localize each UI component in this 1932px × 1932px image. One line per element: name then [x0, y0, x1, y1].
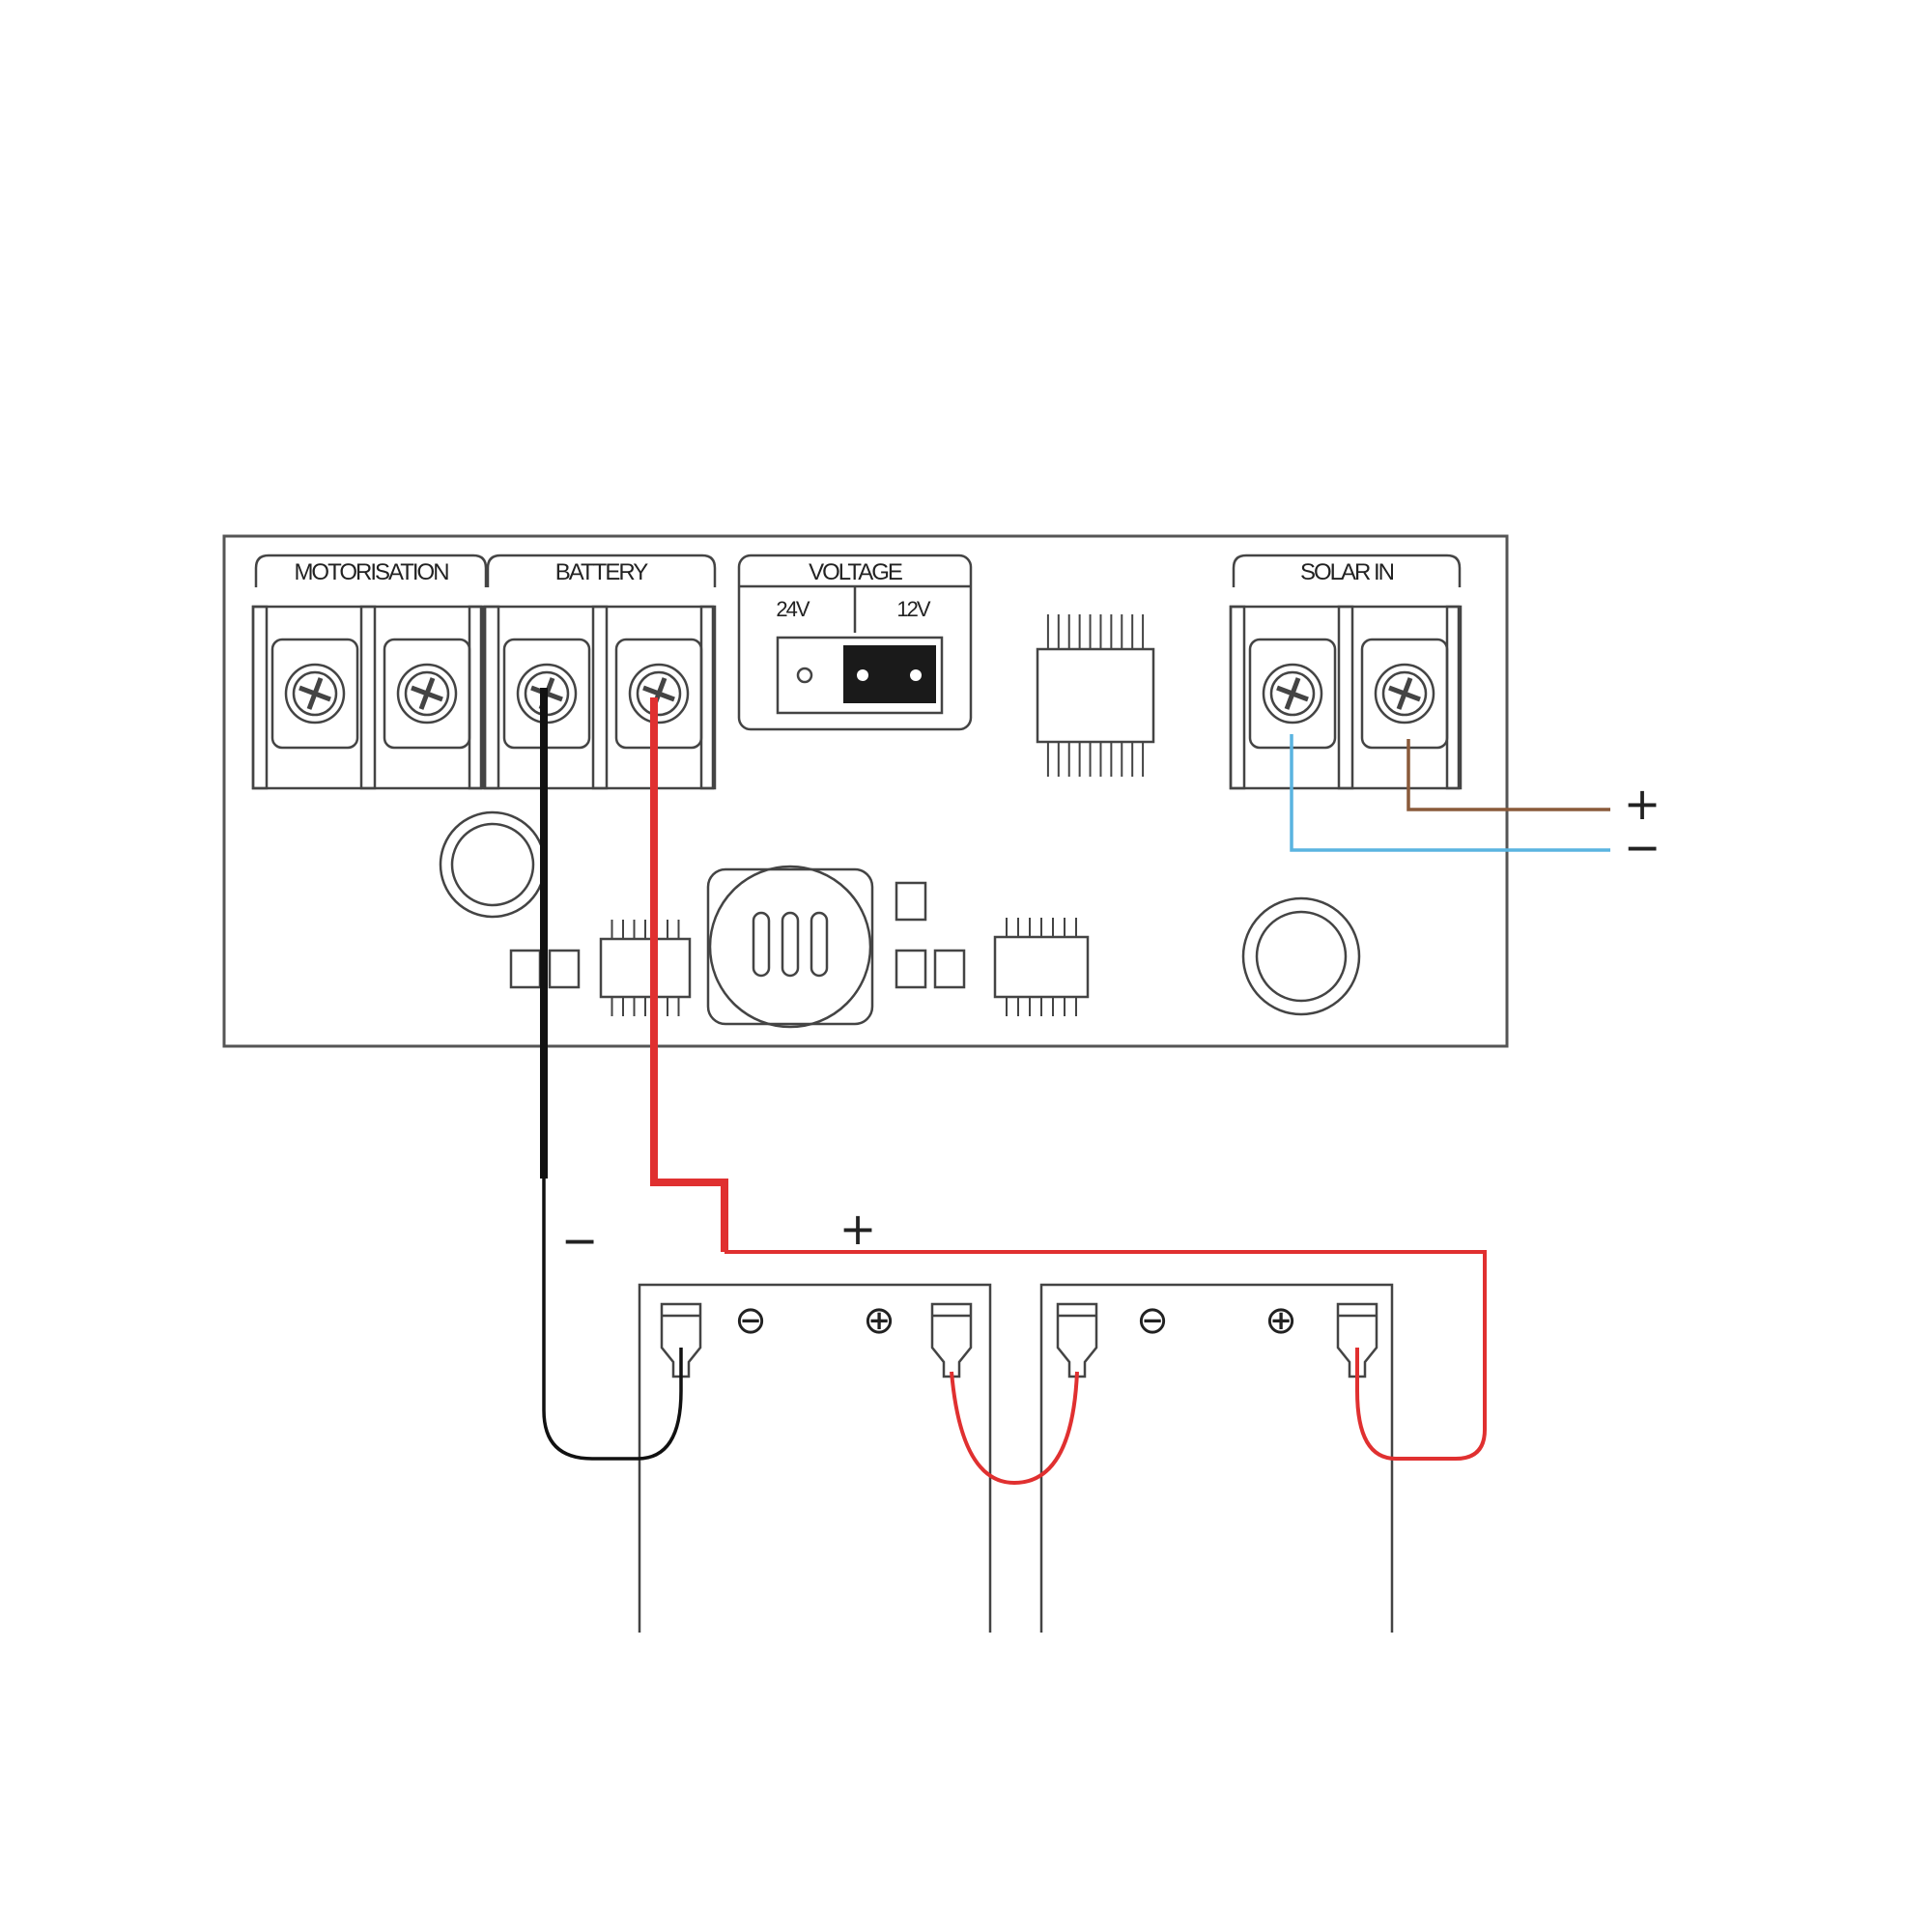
battery-minus-label: − — [561, 1214, 599, 1266]
ic-chip-large — [1036, 614, 1155, 777]
voltage-option-24v[interactable]: 24V — [776, 597, 811, 621]
battery-plus-label: + — [839, 1203, 877, 1255]
terminal-block — [251, 605, 485, 790]
terminal-block — [1229, 605, 1463, 790]
jumper-pin-24v — [796, 667, 813, 684]
motorisation-label: MOTORISATION — [294, 559, 448, 585]
battery-1-outline — [638, 1283, 992, 1633]
ic-chip-right — [993, 918, 1090, 1016]
screw-icon — [396, 663, 458, 724]
battery-1-positive-symbol: ⊕ — [863, 1298, 895, 1343]
solar-plus-label: + — [1624, 778, 1662, 830]
board-outline — [222, 534, 1509, 1048]
batteries: ⊖ ⊕ ⊖ ⊕ — [638, 1283, 1394, 1633]
battery-terminals — [660, 1302, 1378, 1378]
battery-2-positive-symbol: ⊕ — [1264, 1298, 1297, 1343]
solar-terminal-positive[interactable] — [1360, 638, 1449, 750]
inductor — [706, 865, 874, 1029]
motorisation-terminal-2[interactable] — [383, 638, 471, 750]
battery-group: BATTERY — [486, 554, 717, 587]
voltage-box — [737, 554, 973, 731]
screw-icon — [1374, 663, 1435, 724]
terminal-block — [483, 605, 717, 790]
battery-positive-wire-lead — [724, 1250, 1487, 1461]
terminal-blocks — [251, 605, 1463, 790]
solar-in-label: SOLAR IN — [1300, 559, 1394, 585]
voltage-option-12v[interactable]: 12V — [896, 597, 932, 621]
battery-post — [930, 1302, 973, 1378]
battery-post — [660, 1302, 702, 1378]
battery-terminal-positive[interactable] — [614, 638, 703, 750]
motorisation-terminal-1[interactable] — [270, 638, 359, 750]
solar-positive-wire — [1406, 739, 1610, 811]
battery-1-negative-symbol: ⊖ — [734, 1298, 767, 1343]
capacitor-left — [439, 810, 547, 919]
battery-negative-wire-lead — [542, 1179, 683, 1461]
ic-chip-left — [599, 920, 692, 1016]
series-link-wire — [950, 1371, 1079, 1486]
charge-controller-board: MOTORISATION BATTERY SOLAR IN VOLTAGE 24… — [222, 534, 1509, 1048]
voltage-selector: VOLTAGE 24V 12V — [737, 554, 973, 731]
solar-minus-label: − — [1624, 821, 1662, 873]
chips — [599, 614, 1155, 1016]
battery-post — [1056, 1302, 1098, 1378]
smd-pads — [509, 881, 966, 989]
solar-terminal-negative[interactable] — [1248, 638, 1337, 750]
wires — [540, 688, 1610, 1486]
battery-2-outline — [1039, 1283, 1394, 1633]
jumper-header — [776, 636, 944, 715]
screw-icon — [284, 663, 346, 724]
motorisation-group: MOTORISATION — [254, 554, 488, 587]
battery-2-negative-symbol: ⊖ — [1136, 1298, 1169, 1343]
screw-icon — [628, 663, 690, 724]
battery-post — [1336, 1302, 1378, 1378]
solar-negative-wire — [1290, 734, 1610, 852]
battery-label: BATTERY — [555, 559, 648, 585]
capacitor-right — [1241, 896, 1361, 1016]
solar-in-group: SOLAR IN — [1232, 554, 1462, 587]
battery-positive-wire-main — [650, 697, 728, 1252]
screw-icon — [1262, 663, 1323, 724]
voltage-label: VOLTAGE — [809, 559, 902, 585]
